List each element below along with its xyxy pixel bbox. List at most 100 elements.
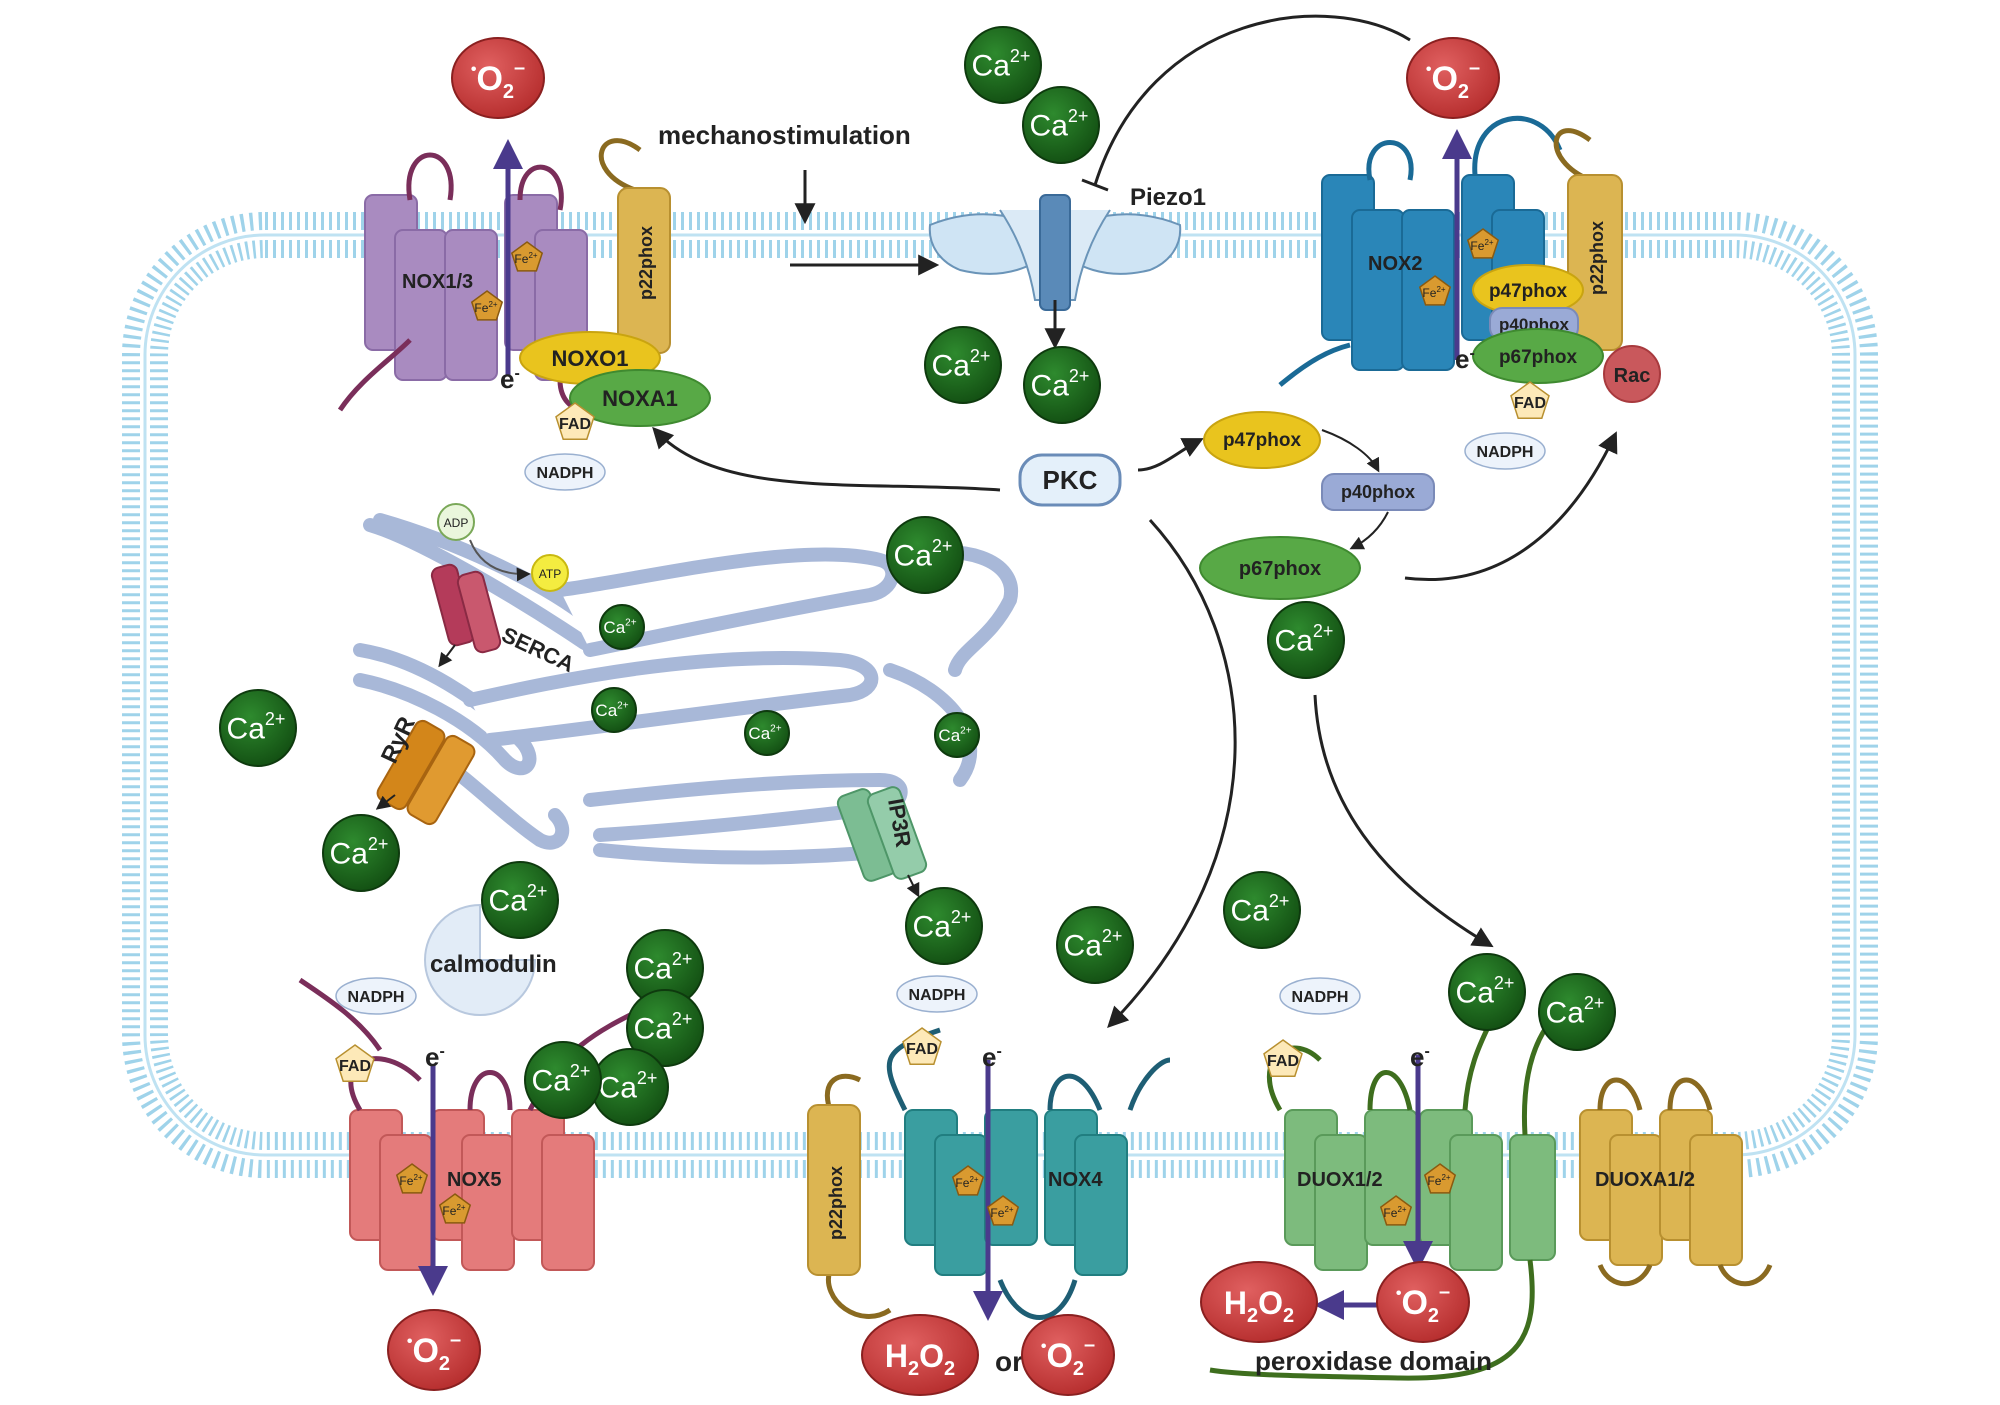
calcium-ion: Ca2+	[744, 710, 790, 756]
nadph-cofactor: NADPH	[335, 977, 417, 1015]
superoxide: •O2–	[387, 1309, 481, 1391]
duoxa12-label: DUOXA1/2	[1595, 1169, 1695, 1191]
calcium-ion: Ca2+	[1023, 346, 1101, 424]
nadph-cofactor: NADPH	[524, 453, 606, 491]
fad-cofactor: FAD	[335, 1044, 375, 1082]
rac-label: Rac	[1614, 365, 1651, 387]
svg-text:H2O2: H2O2	[885, 1338, 955, 1380]
svg-text:Ca2+: Ca2+	[532, 1061, 591, 1098]
superoxide: •O2–	[1406, 37, 1500, 119]
piezo1-channel: Piezo1	[928, 184, 1206, 311]
iron-ion: Fe2+	[510, 241, 544, 272]
calcium-ion: Ca2+	[964, 26, 1042, 104]
p67phox-free-label: p67phox	[1239, 558, 1321, 580]
p22phox-nox13-label: p22phox	[636, 226, 656, 300]
svg-text:Ca2+: Ca2+	[938, 725, 971, 745]
svg-text:Ca2+: Ca2+	[603, 617, 636, 637]
svg-text:Ca2+: Ca2+	[1031, 366, 1090, 403]
calcium-ion: Ca2+	[322, 814, 400, 892]
iron-ion: Fe2+	[951, 1165, 985, 1196]
calmodulin: calmodulin	[424, 903, 557, 1016]
electron-label: e-	[500, 364, 520, 394]
electron-label: e-	[1410, 1042, 1430, 1072]
iron-ion: Fe2+	[1379, 1195, 1413, 1226]
svg-text:Ca2+: Ca2+	[913, 907, 972, 944]
calcium-ion: Ca2+	[1448, 953, 1526, 1031]
calcium-ion: Ca2+	[924, 326, 1002, 404]
p22phox-nox2: p22phox	[1553, 128, 1623, 351]
svg-text:Ca2+: Ca2+	[932, 346, 991, 383]
p40-to-p67-arrow	[1349, 511, 1389, 550]
nadph-cofactor: NADPH	[896, 975, 978, 1013]
svg-text:Ca2+: Ca2+	[1275, 621, 1334, 658]
iron-ion: Fe2+	[470, 290, 504, 321]
svg-text:H2O2: H2O2	[1224, 1285, 1294, 1327]
svg-text:Ca2+: Ca2+	[1231, 891, 1290, 928]
pkc: PKC	[1018, 453, 1122, 507]
p47phox-free: p47phox	[1203, 411, 1321, 469]
svg-text:Ca2+: Ca2+	[599, 1068, 658, 1105]
calcium-ion: Ca2+	[905, 887, 983, 965]
svg-text:Fe2+: Fe2+	[442, 1203, 465, 1218]
calmodulin-label: calmodulin	[430, 951, 557, 978]
p67phox-free: p67phox	[1199, 536, 1361, 600]
svg-text:FAD: FAD	[1514, 395, 1546, 412]
svg-text:Ca2+: Ca2+	[330, 834, 389, 871]
svg-text:FAD: FAD	[339, 1058, 371, 1075]
iron-ion: Fe2+	[438, 1193, 472, 1224]
svg-text:Fe2+: Fe2+	[1470, 238, 1493, 253]
nox13-complex: NOX1/3	[337, 152, 604, 413]
p67phox-nox2-label: p67phox	[1499, 347, 1578, 368]
calcium-ion: Ca2+	[886, 516, 964, 594]
piezo1-label: Piezo1	[1130, 184, 1206, 211]
calcium-ions: Ca2+Ca2+Ca2+Ca2+Ca2+Ca2+Ca2+Ca2+Ca2+Ca2+…	[219, 26, 1616, 1126]
calcium-ion: Ca2+	[591, 687, 637, 733]
svg-text:Fe2+: Fe2+	[1427, 1173, 1450, 1188]
svg-text:Fe2+: Fe2+	[1383, 1205, 1406, 1220]
rac: Rac	[1603, 345, 1661, 403]
calcium-ion: Ca2+	[1022, 86, 1100, 164]
p40phox-free-label: p40phox	[1341, 482, 1415, 502]
svg-text:Fe2+: Fe2+	[990, 1205, 1013, 1220]
p22phox-nox2-label: p22phox	[1587, 221, 1607, 295]
calcium-ion: Ca2+	[524, 1041, 602, 1119]
phox-to-nox2-arrow	[1404, 431, 1618, 581]
svg-text:Ca2+: Ca2+	[634, 1009, 693, 1046]
svg-text:Ca2+: Ca2+	[894, 536, 953, 573]
calcium-ion: Ca2+	[934, 712, 980, 758]
calcium-ion: Ca2+	[626, 989, 704, 1067]
calcium-ion: Ca2+	[591, 1048, 669, 1126]
svg-text:NADPH: NADPH	[537, 465, 594, 482]
iron-ion: Fe2+	[986, 1195, 1020, 1226]
svg-text:FAD: FAD	[559, 416, 591, 433]
pkc-label: PKC	[1043, 465, 1098, 495]
ros-inhibition-bar	[1081, 178, 1109, 192]
iron-ion: Fe2+	[1466, 228, 1500, 259]
p40phox-free: p40phox	[1321, 473, 1435, 511]
svg-text:•O2–: •O2–	[1041, 1334, 1095, 1380]
serca-arrow	[438, 644, 456, 668]
svg-text:•O2–: •O2–	[407, 1329, 461, 1375]
svg-text:Ca2+: Ca2+	[972, 46, 1031, 83]
ros-inhibition-line	[1093, 14, 1411, 186]
svg-text:Fe2+: Fe2+	[514, 251, 537, 266]
hydrogen-peroxide: H2O2	[861, 1314, 979, 1396]
electron-label: e-	[982, 1042, 1002, 1072]
svg-text:NADPH: NADPH	[909, 987, 966, 1004]
superoxide: •O2–	[1021, 1314, 1115, 1396]
calcium-to-duox-arrow	[1313, 694, 1494, 948]
svg-text:NADPH: NADPH	[1292, 989, 1349, 1006]
superoxide: •O2–	[451, 37, 545, 119]
adp-to-atp-arrow	[469, 539, 531, 582]
adp: ADP	[437, 503, 475, 541]
svg-text:Ca2+: Ca2+	[1064, 926, 1123, 963]
p22phox-nox4: p22phox	[807, 1073, 892, 1319]
fad-cofactor: FAD	[1263, 1039, 1303, 1077]
peroxidase-domain-label: peroxidase domain	[1255, 1346, 1492, 1376]
svg-text:Ca2+: Ca2+	[1546, 993, 1605, 1030]
pkc-to-p47phox-arrow	[1137, 438, 1204, 472]
svg-text:Ca2+: Ca2+	[489, 881, 548, 918]
svg-text:Ca2+: Ca2+	[595, 700, 628, 720]
pkc-to-nox4-arrow	[1107, 518, 1237, 1029]
